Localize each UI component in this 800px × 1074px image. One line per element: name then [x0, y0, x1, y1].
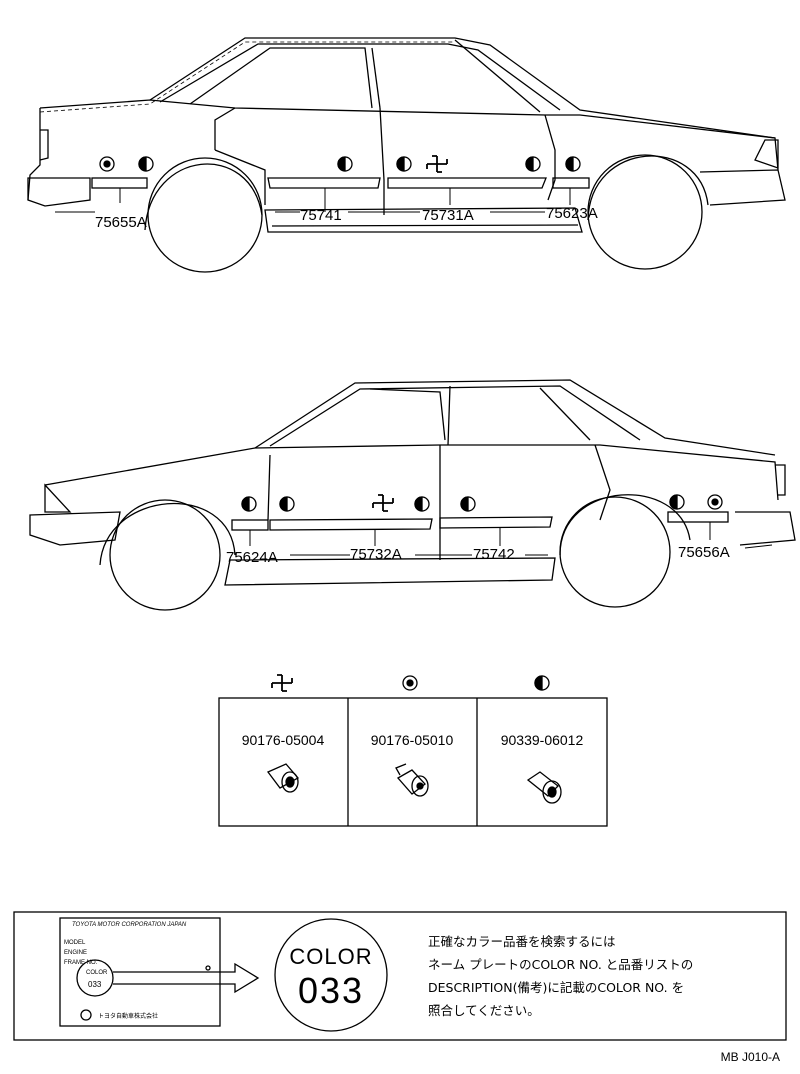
plate-footer: トヨタ自動車株式会社 — [98, 1013, 159, 1020]
leaders-bottom — [249, 522, 773, 556]
half-circle-icon — [460, 496, 476, 512]
part-number-90176-05010: 90176-05010 — [370, 732, 454, 748]
clip-drawing-3 — [526, 771, 562, 804]
ring-icon — [707, 494, 723, 510]
half-circle-icon — [241, 496, 257, 512]
plate-row-frame: FRAME NO. — [64, 960, 98, 966]
note-line-2: ネーム プレートのCOLOR NO. と品番リストの — [428, 957, 694, 972]
plate-row-engine: ENGINE — [64, 950, 88, 956]
plate-row-model: MODEL — [64, 940, 86, 946]
half-circle-icon — [565, 156, 581, 172]
note-line-4: 照合してください。 — [428, 1003, 540, 1018]
callout-75732A: 75732A — [350, 546, 402, 563]
arrow-icon — [113, 962, 260, 994]
ring-icon — [402, 675, 418, 691]
half-circle-icon — [337, 156, 353, 172]
callout-75731A: 75731A — [422, 207, 474, 224]
part-number-90339-06012: 90339-06012 — [500, 732, 584, 748]
color-note-box — [13, 911, 787, 1041]
symbols-bottom — [241, 494, 723, 512]
callout-75741: 75741 — [300, 207, 342, 224]
page-code: MB J010-A — [720, 1050, 780, 1064]
color-instructions: 正確なカラー品番を検索するには ネーム プレートのCOLOR NO. と品番リス… — [428, 930, 768, 1022]
pinwheel-icon — [426, 155, 448, 173]
plate-color-circle — [76, 959, 114, 997]
half-circle-icon — [396, 156, 412, 172]
half-circle-icon — [669, 494, 685, 510]
plate-color-value: 033 — [88, 980, 102, 989]
callout-75656A: 75656A — [678, 544, 730, 561]
note-line-3: DESCRIPTION(備考)に記載のCOLOR NO. を — [428, 980, 685, 995]
note-line-1: 正確なカラー品番を検索するには — [428, 934, 616, 949]
clip-drawing-2 — [395, 763, 429, 797]
clip-drawing-1 — [266, 763, 300, 793]
color-badge-label: COLOR — [289, 944, 373, 969]
plate-header: TOYOTA MOTOR CORPORATION JAPAN — [72, 922, 187, 928]
plate-color-label: COLOR — [86, 970, 108, 976]
color-badge — [274, 918, 388, 1032]
callout-75624A: 75624A — [226, 549, 278, 566]
fastener-table — [218, 674, 608, 827]
callout-labels-bottom: 75624A 75732A 75742 75656A — [226, 544, 730, 566]
leaders-top — [55, 188, 571, 213]
car-right-side — [27, 37, 786, 273]
half-circle-icon — [138, 156, 154, 172]
callout-75623A: 75623A — [546, 205, 598, 222]
pinwheel-icon — [372, 494, 394, 512]
half-circle-icon — [414, 496, 430, 512]
callout-labels-top: 75655A 75741 75731A 75623A — [95, 205, 598, 231]
pinwheel-icon — [271, 674, 293, 692]
car-left-side — [29, 379, 796, 611]
half-circle-icon — [534, 675, 550, 691]
half-circle-icon — [525, 156, 541, 172]
half-circle-icon — [279, 496, 295, 512]
ring-icon — [99, 156, 115, 172]
callout-75742: 75742 — [473, 546, 515, 563]
callout-75655A: 75655A — [95, 214, 147, 231]
part-number-90176-05004: 90176-05004 — [241, 732, 325, 748]
color-badge-value: 033 — [297, 970, 365, 1011]
symbols-top — [99, 155, 581, 173]
